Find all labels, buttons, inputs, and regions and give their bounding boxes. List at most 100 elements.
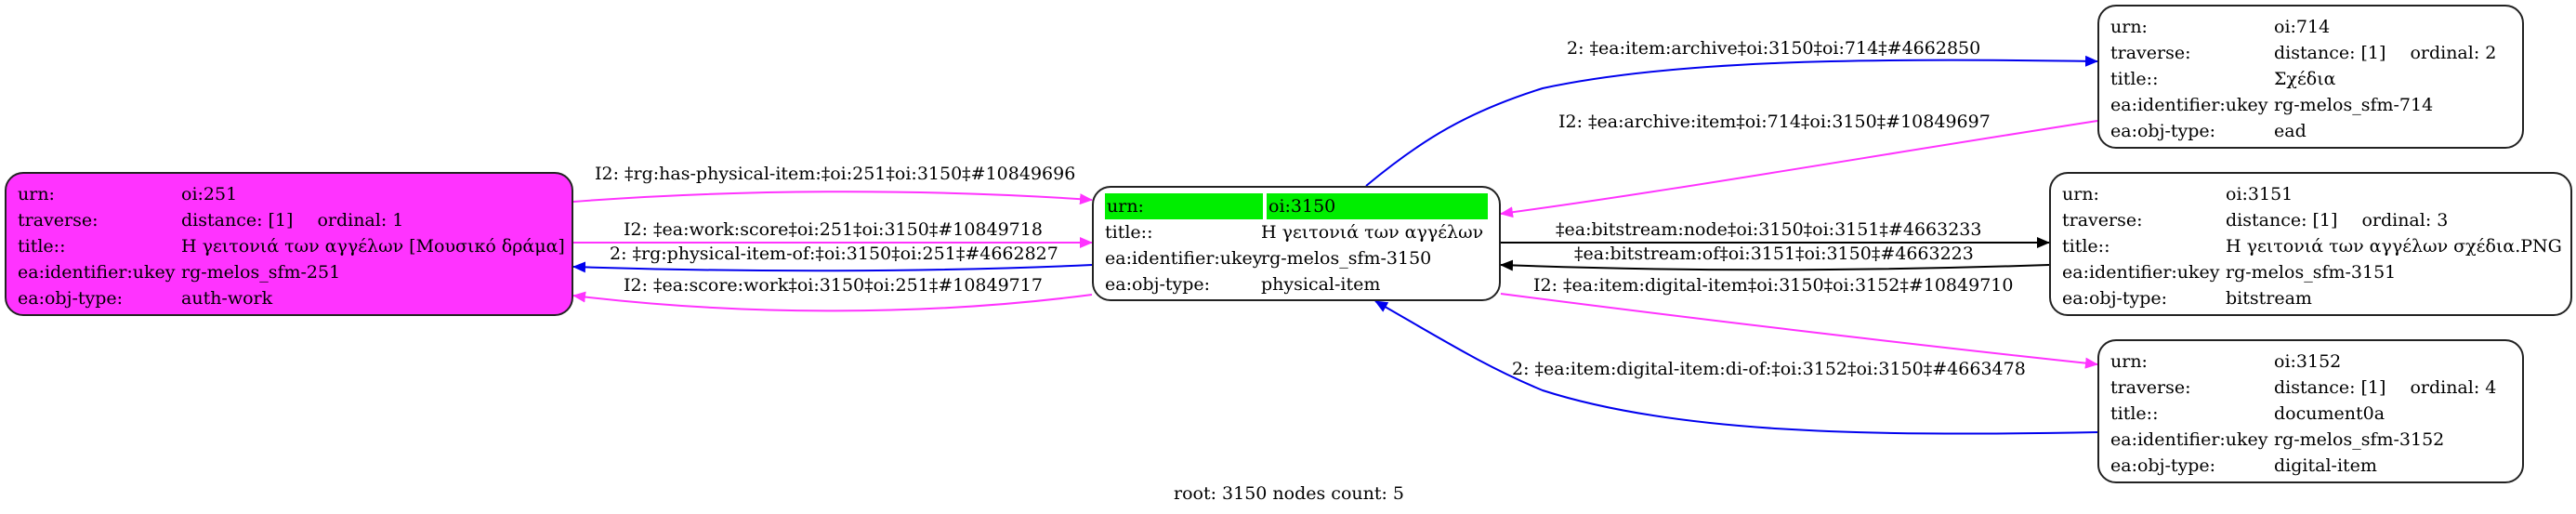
field-value: distance: [1]ordinal: 4 <box>2274 375 2511 401</box>
field-value: rg-melos_sfm-3152 <box>2274 429 2445 450</box>
ordinal-value: ordinal: 3 <box>2361 210 2449 231</box>
field-value: rg-melos_sfm-3151 <box>2226 262 2397 283</box>
field-label: urn: <box>18 184 55 204</box>
edge-label-e1: I2: ‡rg:has-physical-item:‡oi:251‡oi:315… <box>595 164 1076 184</box>
ordinal-value: ordinal: 2 <box>2410 43 2497 63</box>
node-row-traverse: traverse: distance: [1]ordinal: 4 <box>2110 375 2511 401</box>
field-label: title:: <box>18 236 66 257</box>
node-oi-251[interactable]: urn: oi:251 traverse: distance: [1] ordin… <box>5 172 573 316</box>
edge-e10[interactable] <box>1374 300 2098 435</box>
edge-e4[interactable] <box>572 291 1093 312</box>
node-row-urn: urn: oi:3152 <box>2110 349 2511 375</box>
field-value: rg-melos_sfm-251 <box>181 262 341 283</box>
field-value: Η γειτονιά των αγγέλων [Μουσικό δράμα] <box>181 236 565 257</box>
node-row-urn: urn: oi:251 <box>18 181 560 207</box>
field-value: physical-item <box>1261 274 1381 295</box>
node-row-title: title:: Η γειτονιά των αγγέλων σχέδια.PN… <box>2062 233 2562 259</box>
node-oi-714[interactable]: urn: oi:714 traverse: distance: [1]ordin… <box>2097 5 2524 149</box>
field-label: ea:identifier:ukey <box>2062 262 2220 283</box>
field-value: ead <box>2274 121 2307 141</box>
field-value: digital-item <box>2274 455 2377 476</box>
field-label: ea:obj-type: <box>2110 455 2216 476</box>
field-value: bitstream <box>2226 288 2312 309</box>
field-label: urn: <box>2062 184 2099 204</box>
field-label: traverse: <box>2062 210 2143 231</box>
edge-label-e7: ‡ea:bitstream:node‡oi:3150‡oi:3151‡#4663… <box>1556 219 1982 240</box>
field-value: document0a <box>2274 403 2385 424</box>
edge-e3[interactable] <box>572 261 1093 273</box>
edge-e1[interactable] <box>572 191 1093 205</box>
field-value: oi:3152 <box>2274 351 2342 372</box>
edge-label-e2: I2: ‡ea:work:score‡oi:251‡oi:3150‡#10849… <box>624 219 1043 240</box>
node-row-type: ea:obj-type: ead <box>2110 118 2511 144</box>
field-value: oi:251 <box>181 184 238 204</box>
edge-label-e6: I2: ‡ea:archive:item‡oi:714‡oi:3150‡#108… <box>1558 112 1991 132</box>
node-row-type: ea:obj-type: digital-item <box>2110 453 2511 479</box>
node-row-type: ea:obj-type: auth-work <box>18 285 560 311</box>
field-label: title:: <box>2062 236 2110 257</box>
edge-label-e5: 2: ‡ea:item:archive‡oi:3150‡oi:714‡#4662… <box>1567 38 1981 59</box>
node-row-urn: urn: oi:3151 <box>2062 181 2559 207</box>
edge-label-e3: 2: ‡rg:physical-item-of:‡oi:3150‡oi:251‡… <box>610 244 1058 264</box>
distance-value: distance: [1] <box>2226 210 2338 231</box>
edge-e9[interactable] <box>1500 293 2098 369</box>
graph-footer-summary: root: 3150 nodes count: 5 <box>1174 483 1405 504</box>
field-label: ea:identifier:ukey <box>2110 95 2268 115</box>
node-row-type: ea:obj-type: physical-item <box>1105 271 1488 297</box>
field-label: title:: <box>2110 403 2159 424</box>
edge-label-e8: ‡ea:bitstream:of‡oi:3151‡oi:3150‡#466322… <box>1574 244 1974 264</box>
field-value: oi:714 <box>2274 17 2331 37</box>
field-value: Η γειτονιά των αγγέλων <box>1261 222 1484 243</box>
node-row-title: title:: document0a <box>2110 401 2511 427</box>
field-label: ea:obj-type: <box>2110 121 2216 141</box>
field-value: Η γειτονιά των αγγέλων σχέδια.PNG <box>2226 236 2562 257</box>
edge-e8[interactable] <box>1500 259 2050 271</box>
node-row-ukey: ea:identifier:ukey rg-melos_sfm-714 <box>2110 92 2511 118</box>
field-label: ea:identifier:ukey <box>18 262 176 283</box>
node-oi-3150-root[interactable]: urn: oi:3150 title:: Η γειτονιά των αγγέ… <box>1092 186 1501 301</box>
node-row-ukey: ea:identifier:ukey rg-melos_sfm-251 <box>18 259 560 285</box>
edge-e5[interactable] <box>1365 55 2098 187</box>
node-row-traverse: traverse: distance: [1]ordinal: 2 <box>2110 40 2511 66</box>
node-row-traverse: traverse: distance: [1] ordinal: 3 <box>2062 207 2559 233</box>
field-label: traverse: <box>2110 377 2191 398</box>
field-value: distance: [1] ordinal: 2 <box>2274 40 2511 66</box>
field-value: rg-melos_sfm-714 <box>2274 95 2434 115</box>
edge-e6[interactable] <box>1500 120 2098 218</box>
field-value: auth-work <box>181 288 273 309</box>
node-row-title: title:: Η γειτονιά των αγγέλων <box>1105 219 1488 245</box>
node-row-ukey: ea:identifier:ukey rg-melos_sfm-3152 <box>2110 427 2511 453</box>
node-row-ukey: ea:identifier:ukey rg-melos_sfm-3151 <box>2062 259 2559 285</box>
field-value: Σχέδια <box>2274 69 2336 89</box>
node-row-urn: urn: oi:714 <box>2110 14 2511 40</box>
edge-label-e10: 2: ‡ea:item:digital-item:di-of:‡oi:3152‡… <box>1512 359 2026 379</box>
ordinal-value: ordinal: 1 <box>317 210 404 231</box>
field-label: ea:identifier:ukey <box>2110 429 2268 450</box>
node-row-title: title:: Η γειτονιά των αγγέλων [Μουσικό … <box>18 233 565 259</box>
ordinal-value: ordinal: 4 <box>2410 377 2497 398</box>
field-label: ea:identifier:ukey <box>1105 248 1263 269</box>
field-label: traverse: <box>18 210 99 231</box>
distance-value: distance: [1] <box>2274 43 2386 63</box>
edge-label-e9: I2: ‡ea:item:digital-item‡oi:3150‡oi:315… <box>1533 275 2014 296</box>
node-row-ukey: ea:identifier:ukey rg-melos_sfm-3150 <box>1105 245 1488 271</box>
node-row-urn: urn: oi:3150 <box>1105 193 1488 219</box>
field-value: rg-melos_sfm-3150 <box>1261 248 1432 269</box>
node-row-type: ea:obj-type: bitstream <box>2062 285 2559 311</box>
field-value: distance: [1] ordinal: 3 <box>2226 207 2559 233</box>
field-value: oi:3150 <box>1267 193 1488 219</box>
field-label: ea:obj-type: <box>2062 288 2168 309</box>
field-label: urn: <box>2110 17 2148 37</box>
node-oi-3152[interactable]: urn: oi:3152 traverse: distance: [1]ordi… <box>2097 339 2524 483</box>
field-value: oi:3151 <box>2226 184 2293 204</box>
field-label: title:: <box>1105 222 1153 243</box>
field-label: ea:obj-type: <box>1105 274 1211 295</box>
node-oi-3151[interactable]: urn: oi:3151 traverse: distance: [1] ordi… <box>2049 172 2572 316</box>
field-label: urn: <box>2110 351 2148 372</box>
distance-value: distance: [1] <box>181 210 294 231</box>
field-value: distance: [1] ordinal: 1 <box>181 207 560 233</box>
node-row-title: title:: Σχέδια <box>2110 66 2511 92</box>
field-label: ea:obj-type: <box>18 288 124 309</box>
field-label: urn: <box>1105 193 1263 219</box>
